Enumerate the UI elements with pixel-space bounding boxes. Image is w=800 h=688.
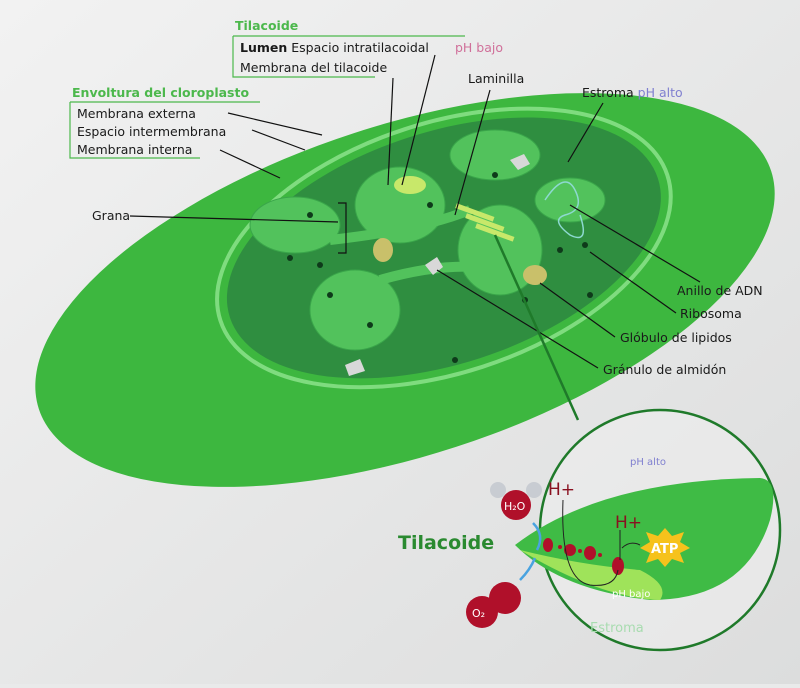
estroma-label: Estroma pH alto [582,85,683,100]
granulo-almidon-label: Gránulo de almidón [603,362,726,377]
globulo-lipidos-label: Glóbulo de lipidos [620,330,732,345]
globulo-leader [539,282,616,338]
espacio-intermembrana-label: Espacio intermembrana [77,124,226,139]
inset-lumen [520,550,663,600]
h2o-label: H₂O [504,500,526,513]
lumen-highlight [394,176,426,194]
lipid-globules [373,238,547,285]
proton-path [562,499,619,586]
membrana-tilacoide-leader [387,77,394,186]
anillo-adn-leader [569,204,701,283]
inset-ph-alto: pH alto [630,457,666,468]
intermembrane-space [215,106,673,390]
water-molecule: H₂O [490,482,542,520]
o2-label: O₂ [472,607,485,620]
envoltura-bracket [69,101,260,159]
membrana-interna-label: Membrana interna [77,142,192,157]
estroma-term: Estroma [582,85,634,100]
tilacoide-title: Tilacoide [235,18,298,33]
laminilla-strips [455,203,515,242]
atp-burst-icon [640,528,690,567]
ph-bajo-label: pH bajo [455,40,503,55]
h-plus-stroma: H+ [548,480,575,500]
membrana-externa-leader [227,112,323,136]
inset-estroma-label: Estroma [590,621,644,636]
envoltura-title: Envoltura del cloroplasto [72,85,249,100]
estroma-leader [567,102,604,163]
h-plus-synthase: H+ [615,513,642,533]
ribosoma-leader [589,251,677,314]
lumen-label: Lumen Espacio intratilacoidal [240,40,429,55]
atp-synthase-path [619,530,641,560]
membrana-interna-leader [219,149,281,179]
grana-stacks [249,129,606,351]
inset-tilacoide-label: Tilacoide [398,532,494,554]
grana-leader [129,215,339,223]
ribosomes [287,172,593,363]
granulo-leader [436,269,599,369]
laminilla-label: Laminilla [468,71,524,86]
ribosoma-label: Ribosoma [680,306,742,321]
grana-bracket [338,202,347,254]
inset-connector [493,234,580,421]
oxygen-molecule: O₂ [466,582,521,628]
lumen-leader [401,54,436,186]
oxidation-arrow-icon [519,522,542,581]
electron-chain [543,538,624,575]
tilacoide-bracket [232,35,465,78]
grana-label: Grana [92,208,130,223]
atp-label: ATP [651,542,678,557]
dna-ring [544,181,585,239]
inset-ph-bajo: pH bajo [612,589,650,600]
lamellae [329,205,501,285]
lumen-term: Lumen [240,40,287,55]
laminilla-leader [454,89,491,216]
membrana-tilacoide-label: Membrana del tilacoide [240,60,387,75]
estroma-ph-alto: pH alto [638,85,683,100]
lumen-desc: Espacio intratilacoidal [291,40,429,55]
espacio-leader [251,129,306,151]
membrana-externa-label: Membrana externa [77,106,196,121]
anillo-adn-label: Anillo de ADN [677,283,763,298]
starch-granules [345,154,530,376]
